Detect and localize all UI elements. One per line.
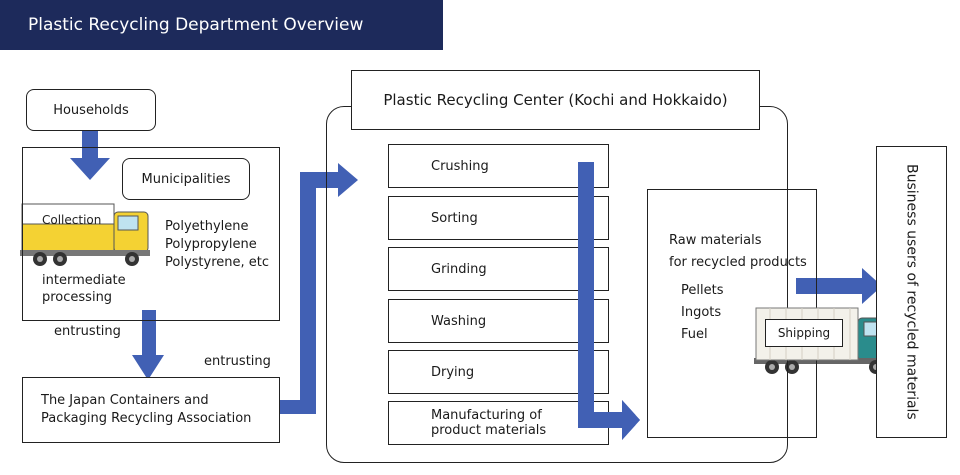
households-label: Households — [53, 102, 129, 118]
plastic-type-2: Polypropylene — [165, 237, 257, 252]
raw-materials-box — [647, 189, 817, 438]
households-box: Households — [26, 89, 156, 131]
step-manufacturing-line-1: Manufacturing of — [431, 408, 542, 423]
step-washing-label: Washing — [431, 313, 487, 329]
step-manufacturing: Manufacturing of product materials — [388, 401, 609, 445]
step-sorting-label: Sorting — [431, 210, 478, 226]
association-line-1: The Japan Containers and — [41, 393, 209, 408]
collection-label: Collection — [42, 213, 102, 227]
collection-truck-icon — [20, 203, 150, 266]
step-manufacturing-line-2: product materials — [431, 423, 547, 438]
step-washing: Washing — [388, 299, 609, 343]
business-users-box: Business users of recycled materials — [876, 146, 947, 438]
arrow-to-center — [260, 163, 358, 414]
recycling-center-title: Plastic Recycling Center (Kochi and Hokk… — [383, 91, 728, 109]
plastic-type-1: Polyethylene — [165, 219, 249, 234]
intermediate-line-1: intermediate — [42, 273, 126, 288]
step-grinding: Grinding — [388, 247, 609, 291]
step-grinding-label: Grinding — [431, 261, 487, 277]
step-drying-label: Drying — [431, 364, 475, 380]
plastic-type-3: Polystyrene, etc — [165, 255, 269, 270]
entrusting-label-1: entrusting — [54, 324, 121, 339]
arrow-households-down — [70, 130, 110, 180]
step-crushing: Crushing — [388, 144, 609, 188]
municipalities-box: Municipalities — [122, 158, 250, 200]
raw-materials-line-1: Raw materials — [669, 233, 762, 248]
step-crushing-label: Crushing — [431, 158, 489, 174]
entrusting-label-2: entrusting — [204, 354, 271, 369]
step-sorting: Sorting — [388, 196, 609, 240]
page-title: Plastic Recycling Department Overview — [0, 0, 443, 50]
shipping-label-box: Shipping — [765, 319, 843, 347]
intermediate-line-2: processing — [42, 290, 113, 305]
product-fuel: Fuel — [681, 327, 708, 342]
recycling-center-title-box: Plastic Recycling Center (Kochi and Hokk… — [351, 70, 760, 130]
association-line-2: Packaging Recycling Association — [41, 411, 252, 426]
municipalities-label: Municipalities — [141, 171, 231, 187]
shipping-label: Shipping — [777, 326, 831, 340]
raw-materials-line-2: for recycled products — [669, 255, 807, 270]
arrow-to-business-users — [796, 268, 882, 304]
product-ingots: Ingots — [681, 305, 722, 320]
arrow-to-association — [132, 310, 164, 380]
business-users-label: Business users of recycled materials — [903, 164, 920, 420]
product-pellets: Pellets — [681, 283, 724, 298]
step-drying: Drying — [388, 350, 609, 394]
collection-box — [22, 147, 280, 321]
page-title-text: Plastic Recycling Department Overview — [28, 15, 364, 35]
association-box: The Japan Containers and Packaging Recyc… — [22, 377, 280, 443]
